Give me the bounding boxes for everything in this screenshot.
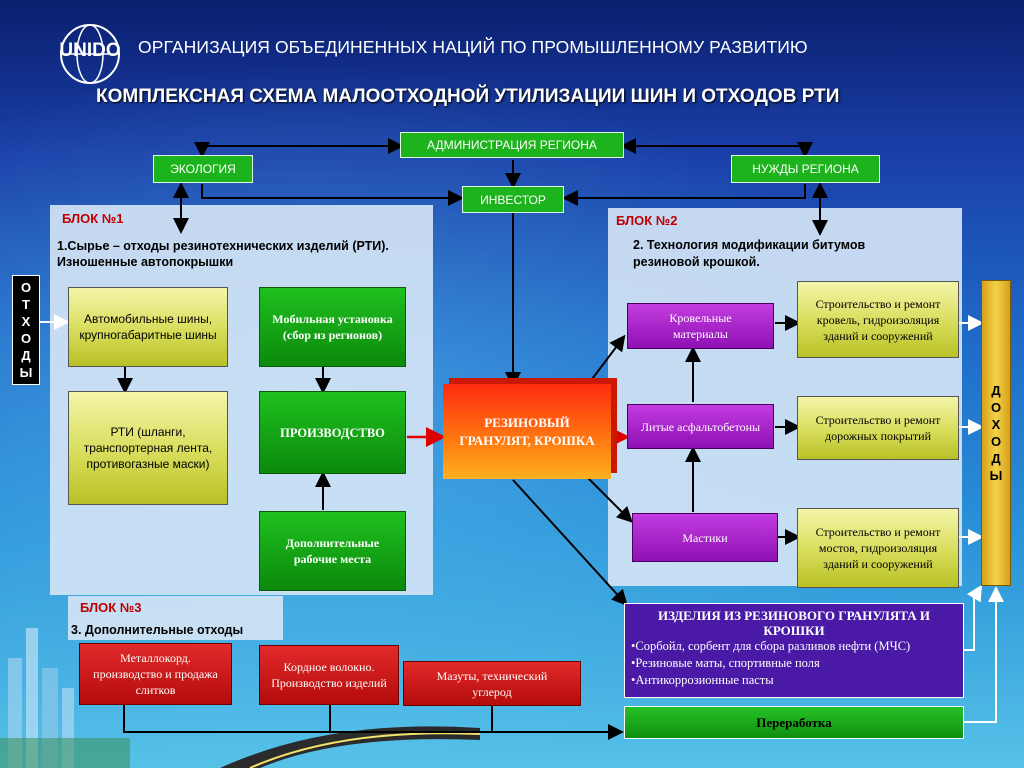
rubber-granulate-box: РЕЗИНОВЫЙ ГРАНУЛЯТ, КРОШКА [443,384,611,479]
road-image [220,726,480,768]
income-letter: Д [991,383,1001,398]
metal-cord-box: Металлокорд. производство и продажа слит… [79,643,232,705]
waste-letter: Х [21,314,31,329]
mastics-box: Мастики [632,513,778,562]
cord-fiber-box: Кордное волокно. Производство изделий [259,645,399,705]
waste-side-box: О Т Х О Д Ы [12,275,40,385]
roofing-materials-box: Кровельные материалы [627,303,774,349]
ecology-box: ЭКОЛОГИЯ [153,155,253,183]
regional-needs-box: НУЖДЫ РЕГИОНА [731,155,880,183]
income-letter: Х [991,417,1001,432]
block3-title: БЛОК №3 [80,600,142,615]
scheme-title: КОМПЛЕКСНАЯ СХЕМА МАЛООТХОДНОЙ УТИЛИЗАЦИ… [96,86,840,107]
products-item: •Сорбойл, сорбент для сбора разливов неф… [631,639,911,653]
waste-letter: О [20,280,32,295]
investor-box: ИНВЕСТОР [462,186,564,213]
rubber-products-box: ИЗДЕЛИЯ ИЗ РЕЗИНОВОГО ГРАНУЛЯТА И КРОШКИ… [624,603,964,698]
city-skyline-image [0,628,130,768]
income-letter: Ы [989,468,1003,483]
bridges-use-box: Строительство и ремонт мостов, гидроизол… [797,508,959,588]
block2-description-line1: 2. Технология модификации битумов [633,238,866,252]
income-side-box: Д О Х О Д Ы [981,280,1011,586]
income-letter: Д [991,451,1001,466]
income-letter: О [990,434,1002,449]
block1-description-line2: Изношенные автопокрышки [57,255,234,269]
road-use-box: Строительство и ремонт дорожных покрытий [797,396,959,460]
organization-title: ОРГАНИЗАЦИЯ ОБЪЕДИНЕННЫХ НАЦИЙ ПО ПРОМЫШ… [138,37,808,57]
cast-asphalt-box: Литые асфальтобетоны [627,404,774,449]
waste-letter: Т [22,297,30,312]
roofing-use-box: Строительство и ремонт кровель, гидроизо… [797,281,959,358]
additional-jobs-box: Дополнительные рабочие места [259,511,406,591]
rti-box: РТИ (шланги, транспортерная лента, проти… [68,391,228,505]
recycling-box: Переработка [624,706,964,739]
waste-letter: Ы [19,365,33,380]
products-item: •Резиновые маты, спортивные поля [631,656,820,670]
block1-description-line1: 1.Сырье – отходы резинотехнических издел… [57,239,389,253]
mobile-unit-box: Мобильная установка (сбор из регионов) [259,287,406,367]
admin-box: АДМИНИСТРАЦИЯ РЕГИОНА [400,132,624,158]
block2-title: БЛОК №2 [616,213,678,228]
unido-logo: UNIDO [59,40,121,61]
products-title: ИЗДЕЛИЯ ИЗ РЕЗИНОВОГО ГРАНУЛЯТА И КРОШКИ [657,608,931,638]
block2-description-line2: резиновой крошкой. [633,255,760,269]
un-emblem-icon [60,24,120,84]
production-box: ПРОИЗВОДСТВО [259,391,406,474]
block3-panel [68,596,283,640]
income-letter: О [990,400,1002,415]
car-tires-box: Автомобильные шины, крупногабаритные шин… [68,287,228,367]
fuel-oil-carbon-box: Мазуты, технический углерод [403,661,581,706]
block3-description: 3. Дополнительные отходы [71,623,244,637]
waste-letter: О [20,331,32,346]
products-item: •Антикоррозионные пасты [631,673,774,687]
block1-title: БЛОК №1 [62,211,124,226]
waste-letter: Д [21,348,31,363]
